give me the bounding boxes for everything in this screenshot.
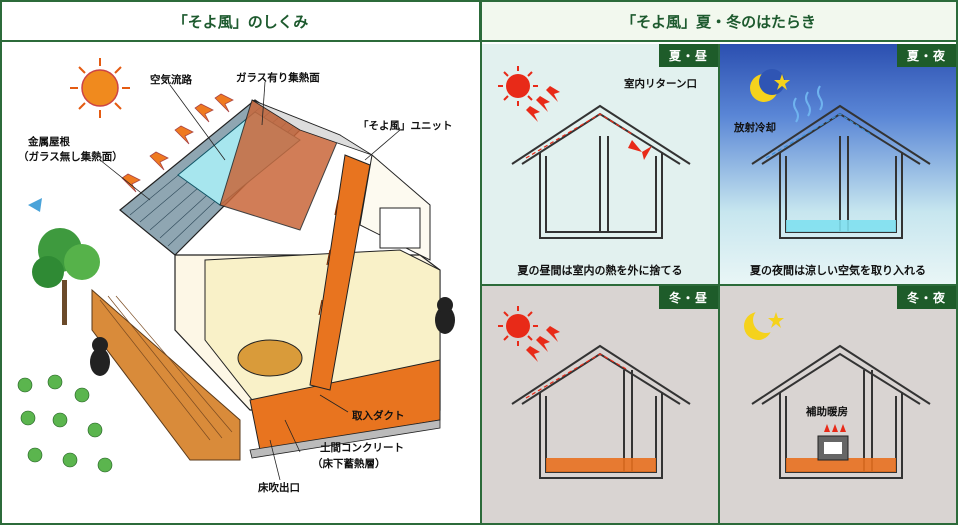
label-concrete: 土間コンクリート	[320, 442, 404, 454]
panel-tag: 冬・夜	[896, 286, 956, 309]
panel-divider-h	[480, 284, 956, 286]
panel-divider-v	[718, 44, 720, 523]
panel-summer-day: 夏・昼 室内リターン口 夏の昼間は室内の熱を外に捨てる	[482, 44, 718, 284]
panel-winter-night: 冬・夜 補助暖房	[720, 286, 956, 523]
heater-icon	[817, 435, 849, 461]
label-intake-duct: 取入ダクト	[352, 410, 405, 422]
panel-label: 補助暖房	[806, 406, 848, 418]
sun-icon	[498, 306, 538, 346]
panel-tag: 夏・夜	[896, 44, 956, 67]
left-header: 「そよ風」のしくみ	[2, 2, 480, 42]
panel-winter-day: 冬・昼	[482, 286, 718, 523]
sun-icon	[70, 58, 130, 118]
star-icon	[768, 312, 784, 328]
panel-tag: 冬・昼	[658, 286, 718, 309]
cat-icon	[90, 297, 455, 376]
label-metal-roof-sub: （ガラス無し集熱面）	[18, 151, 123, 163]
panel-summer-night: 夏・夜 放射冷却 夏の夜間は涼しい空気を取り入れる	[720, 44, 956, 284]
label-floor-outlet: 床吹出口	[258, 482, 300, 494]
star-icon	[774, 74, 790, 90]
panel-label: 放射冷却	[734, 122, 776, 134]
panel-caption: 夏の昼間は室内の熱を外に捨てる	[517, 264, 683, 277]
right-header: 「そよ風」夏・冬のはたらき	[481, 2, 956, 42]
label-glass-collector: ガラス有り集熱面	[236, 72, 320, 84]
bird-icon	[28, 198, 42, 212]
house-illustration	[17, 58, 455, 481]
panel-caption: 夏の夜間は涼しい空気を取り入れる	[750, 264, 926, 277]
label-air-path: 空気流路	[150, 74, 192, 86]
panel-label: 室内リターン口	[624, 78, 697, 90]
vertical-divider	[480, 2, 482, 523]
label-concrete-sub: （床下蓄熱層）	[312, 458, 386, 470]
panel-tag: 夏・昼	[658, 44, 718, 67]
label-metal-roof: 金属屋根	[28, 136, 70, 148]
sun-icon	[498, 66, 538, 106]
tree-icon	[32, 228, 100, 325]
label-unit: 「そよ風」ユニット	[358, 120, 453, 132]
